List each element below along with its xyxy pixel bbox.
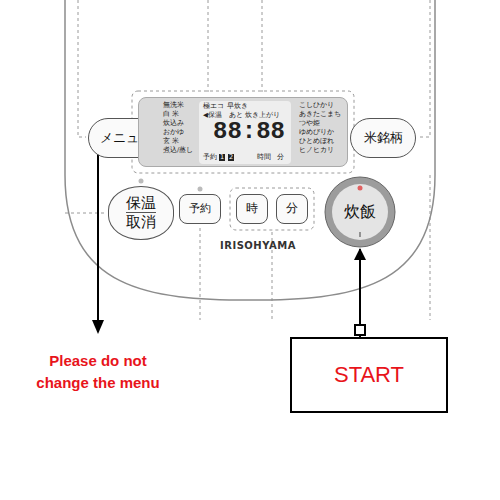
display-panel: 無洗米白 米炊込みおかゆ玄 米煮込/蒸し 極エコ早炊き ◀保温あと炊き上がり88:8… [138, 97, 348, 167]
display-label: こしひかり [299, 102, 334, 109]
control-panel: IRISOHYAMAメニュー無洗米白 米炊込みおかゆ玄 米煮込/蒸し極エコ早炊き… [0, 0, 500, 310]
minute-button: 分 [276, 194, 308, 224]
display-group [132, 91, 354, 173]
button-mark [359, 232, 361, 237]
display-label: 時間 [257, 154, 271, 161]
display-label: ◀保温 [203, 112, 222, 119]
display-label: ヒノヒカリ [299, 147, 334, 154]
button-label: 分 [286, 202, 298, 216]
button-face [332, 184, 388, 240]
button-label: 米銘柄 [364, 131, 403, 146]
arrowhead [92, 320, 104, 334]
button-label: 保温 [126, 195, 156, 212]
time-button-group [230, 188, 314, 230]
leader-line [418, 0, 430, 137]
indicator-led [358, 186, 363, 191]
leader-lines [65, 0, 430, 320]
leader-line [430, 175, 431, 320]
leader-line [208, 0, 209, 92]
leader-line [65, 213, 106, 214]
callout-arrow [359, 249, 361, 337]
display-label: 炊き上がり [245, 112, 280, 119]
button-label: 時 [246, 202, 258, 216]
indicator-led [139, 179, 144, 184]
button-label: 予約 [189, 203, 211, 216]
display-label: 2 [228, 154, 234, 161]
display-label: 早炊き [227, 103, 248, 110]
leader-line [262, 0, 263, 92]
display-label: ひとめぼれ [299, 138, 334, 145]
menu-callout-arrow [92, 135, 104, 334]
leader-line [78, 0, 86, 137]
display-label: 煮込/蒸し [163, 147, 193, 154]
display-label: おかゆ [163, 129, 184, 136]
display-label: 予約 [203, 154, 217, 161]
button-label: 炊飯 [344, 203, 376, 221]
rice-brand-button: 米銘柄 [350, 118, 416, 158]
cook-button: 炊飯 [324, 176, 396, 248]
lcd-digits: 88:88 [213, 120, 285, 144]
warning-note: Please do not change the menu [23, 350, 173, 394]
keep-warm-button: 保温取消 [108, 186, 174, 240]
leader-line [200, 228, 201, 320]
hour-button: 時 [236, 194, 268, 224]
button-label: 取消 [126, 212, 156, 231]
timer-button: 予約 [179, 194, 221, 224]
indicator-led [198, 187, 203, 192]
display-label: ゆめぴりか [299, 129, 334, 136]
display-label: 玄 米 [163, 138, 179, 145]
display-label: あと [229, 112, 243, 119]
display-label: 分 [277, 154, 284, 161]
display-label: 1 [219, 154, 225, 161]
brand-logo: IRISOHYAMA [220, 240, 296, 251]
display-label: 炊込み [163, 120, 184, 127]
callout-box-text: START [334, 362, 404, 387]
display-label: 白 米 [163, 111, 179, 118]
start-box: START [290, 337, 448, 413]
lid-outline [65, 0, 435, 300]
callout-line [97, 145, 99, 322]
display-label: あきたこまち [299, 111, 341, 118]
display-label: 無洗米 [163, 102, 184, 109]
display-label: つや姫 [299, 120, 320, 127]
display-label: 極エコ [203, 103, 224, 110]
button-rim [325, 177, 395, 247]
